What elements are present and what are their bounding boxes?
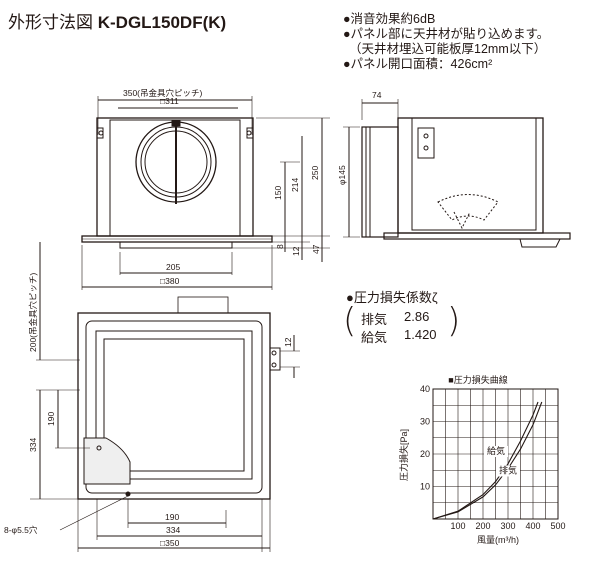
note-area: ●パネル開口面積：426cm² — [343, 57, 493, 71]
chart-x-label: 風量(m³/h) — [477, 535, 519, 545]
note-panel: ●パネル部に天井材が貼り込めます。 — [343, 27, 550, 41]
series-line-supply — [432, 401, 539, 520]
x-tick-label: 300 — [500, 521, 515, 531]
series-label-bg — [484, 446, 508, 457]
plan-view — [30, 242, 300, 552]
dim-d190h: 190 — [165, 512, 179, 522]
left-paren: ( — [343, 301, 357, 341]
series-label: 給気 — [487, 445, 505, 456]
dim-d334h: 334 — [166, 525, 180, 535]
series-line-exhaust — [432, 401, 543, 520]
dim-w74: 74 — [372, 90, 382, 100]
series-label: 排気 — [499, 465, 517, 476]
dim-h214: 214 — [290, 178, 300, 192]
plan-view-dims: 200(吊金具穴ピッチ) 12 190 334 8-φ5.5穴 190 334 … — [4, 272, 293, 548]
x-tick-label: 500 — [550, 521, 565, 531]
dim-hanger-pitch: 350(吊金具穴ピッチ) — [123, 88, 203, 98]
coef-value-supply: 1.420 — [404, 327, 437, 342]
chart-title: ■圧力損失曲線 — [448, 374, 507, 385]
dim-hanger-pitch-v: 200(吊金具穴ピッチ) — [28, 272, 38, 352]
dim-w380: □380 — [160, 276, 180, 286]
y-tick-label: 30 — [420, 417, 430, 427]
y-tick-label: 40 — [420, 384, 430, 394]
dim-h250: 250 — [310, 166, 320, 180]
dim-h12: 12 — [291, 246, 301, 256]
side-view — [343, 99, 571, 248]
coef-value-exhaust: 2.86 — [404, 309, 430, 324]
dim-d350h: □350 — [160, 538, 180, 548]
dim-d12: 12 — [283, 337, 293, 347]
dim-inner-width: □311 — [160, 96, 179, 106]
dim-h150: 150 — [273, 186, 283, 200]
coef-label-exhaust: 排気 — [361, 312, 388, 327]
front-view-dims: 350(吊金具穴ピッチ) □311 150 214 250 8 12 47 20… — [123, 88, 321, 286]
feature-notes: ●消音効果約6dB ●パネル部に天井材が貼り込めます。 （天井材埋込可能板厚12… — [343, 12, 549, 72]
chart-y-label: 圧力損失[Pa] — [398, 429, 409, 481]
dim-d334v: 334 — [28, 438, 38, 452]
side-view-dims: 74 φ145 — [337, 90, 382, 185]
coef-label-supply: 給気 — [361, 330, 388, 345]
x-tick-label: 200 — [475, 521, 490, 531]
pressure-loss-coefficients: ( 排気 2.86 給気 1.420 ) — [343, 301, 463, 355]
dim-h47: 47 — [311, 244, 321, 254]
right-paren: ) — [447, 301, 461, 341]
coef-row-exhaust: 排気 2.86 — [361, 309, 429, 328]
x-tick-label: 400 — [525, 521, 540, 531]
series-label-bg — [496, 465, 520, 477]
y-tick-label: 20 — [420, 449, 430, 459]
note-thickness: （天井材埋込可能板厚12mm以下） — [349, 42, 547, 56]
drawing-title: 外形寸法図 K-DGL150DF(K) — [8, 8, 226, 33]
dim-w205: 205 — [166, 262, 180, 272]
dim-holes: 8-φ5.5穴 — [4, 525, 38, 535]
note-noise: ●消音効果約6dB — [343, 12, 436, 26]
coef-row-supply: 給気 1.420 — [361, 327, 437, 346]
model-number: K-DGL150DF(K) — [97, 13, 227, 32]
dim-h8: 8 — [275, 244, 285, 249]
y-tick-label: 10 — [420, 482, 430, 492]
dim-d190v: 190 — [46, 412, 56, 426]
x-tick-label: 100 — [450, 521, 465, 531]
dim-phi145: φ145 — [337, 165, 347, 185]
pressure-loss-title: ●圧力損失係数ζ — [346, 290, 438, 305]
title-prefix: 外形寸法図 — [8, 13, 93, 32]
front-view — [81, 96, 330, 290]
